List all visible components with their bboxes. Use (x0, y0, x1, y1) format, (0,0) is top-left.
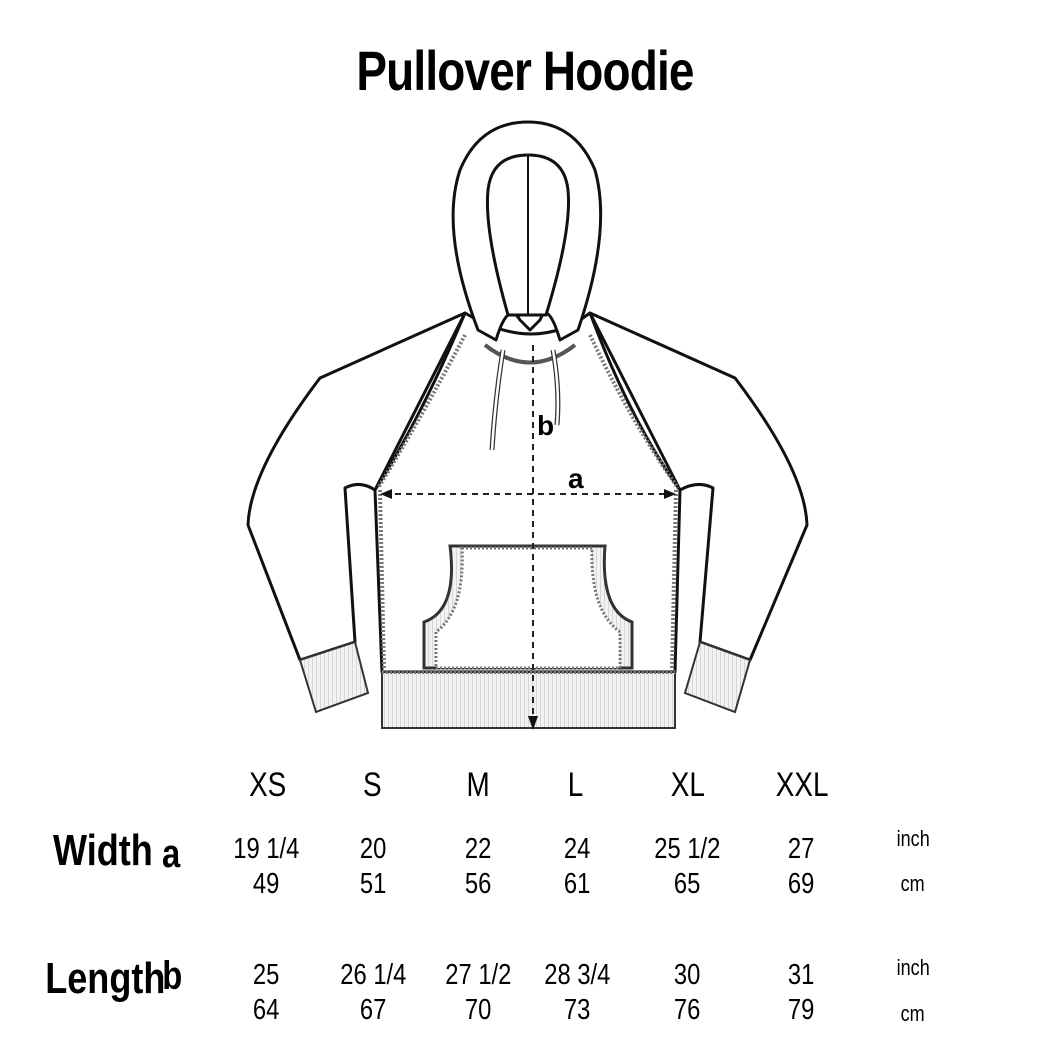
hoodie-diagram (246, 120, 809, 730)
size-header-s: S (362, 766, 382, 804)
row-letter-b: b (162, 954, 183, 998)
size-header-l: L (567, 766, 583, 804)
left-sleeve (246, 311, 467, 662)
width-unit-inch: inch (896, 826, 930, 851)
size-header-m: M (466, 766, 490, 804)
size-header-xs: XS (249, 766, 287, 804)
row-label-width: Width (52, 826, 153, 875)
size-header-xl: XL (670, 766, 706, 804)
length-unit-inch: inch (896, 955, 930, 980)
length-unit-cm: cm (900, 1001, 926, 1026)
right-cuff (683, 640, 752, 714)
left-cuff (298, 640, 370, 714)
waistband (381, 671, 676, 729)
diagram-label-b: b (537, 410, 555, 441)
width-unit-cm: cm (900, 871, 926, 896)
diagram-label-a: a (568, 463, 584, 494)
right-sleeve (588, 311, 809, 662)
row-label-length: Length (45, 954, 166, 1003)
size-header-xxl: XXL (775, 766, 829, 804)
row-letter-a: a (162, 832, 181, 876)
page-title: Pullover Hoodie (356, 39, 694, 102)
